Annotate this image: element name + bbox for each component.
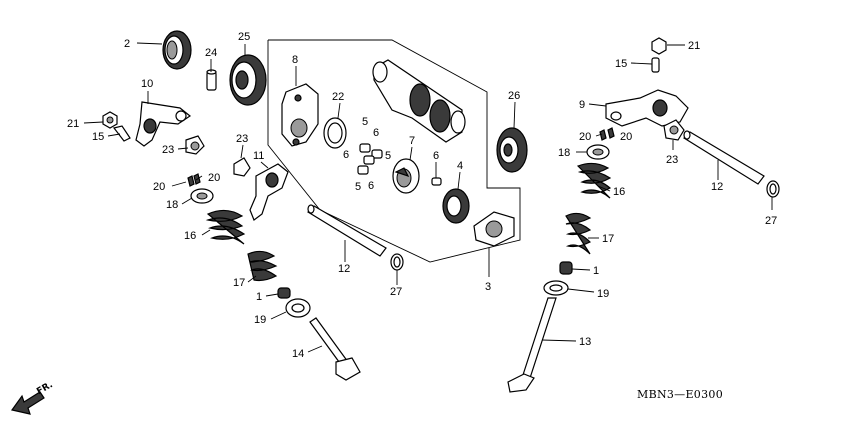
part-2-oil-seal bbox=[162, 30, 192, 70]
callout-12-right: 12 bbox=[711, 181, 723, 193]
callout-18-right: 18 bbox=[558, 147, 570, 159]
callout-6-a: 6 bbox=[373, 127, 379, 139]
part-7-decomp-weight bbox=[392, 158, 420, 194]
part-16-spring-left bbox=[205, 209, 246, 245]
callout-14: 14 bbox=[292, 348, 304, 360]
callout-19-right: 19 bbox=[597, 288, 609, 300]
part-15-adjust-screw-right bbox=[651, 57, 660, 73]
part-18-retainer-left bbox=[190, 188, 214, 204]
callout-17-right: 17 bbox=[602, 233, 614, 245]
callout-9: 9 bbox=[579, 99, 585, 111]
callout-4: 4 bbox=[457, 160, 463, 172]
callout-15-left: 15 bbox=[92, 131, 104, 143]
diagram-code: MBN3—E0300 bbox=[637, 388, 723, 401]
part-17-spring-right bbox=[565, 212, 592, 255]
callout-25: 25 bbox=[238, 31, 250, 43]
callout-5-c: 5 bbox=[355, 181, 361, 193]
part-20-keepers-right bbox=[599, 127, 615, 141]
part-22-ring bbox=[323, 117, 347, 149]
part-13-valve bbox=[507, 297, 557, 393]
part-8-camshaft-holder bbox=[281, 83, 319, 147]
callout-20-d: 20 bbox=[620, 131, 632, 143]
callout-24: 24 bbox=[205, 47, 217, 59]
part-19-spring-seat-right bbox=[543, 280, 569, 296]
part-27-clip-left bbox=[390, 253, 404, 271]
part-6-pin bbox=[431, 177, 442, 186]
callout-20-b: 20 bbox=[153, 181, 165, 193]
part-23-plate-right bbox=[663, 119, 685, 141]
callout-26: 26 bbox=[508, 90, 520, 102]
callout-11: 11 bbox=[253, 150, 264, 162]
callout-21-left: 21 bbox=[67, 118, 79, 130]
part-20-keepers-left bbox=[187, 173, 201, 187]
callout-5-a: 5 bbox=[362, 116, 368, 128]
camshaft-group-boundary bbox=[267, 39, 521, 263]
leader-lines bbox=[83, 42, 773, 353]
callout-23-middle: 23 bbox=[236, 133, 248, 145]
callout-6-d: 6 bbox=[433, 150, 439, 162]
callout-12-left: 12 bbox=[338, 263, 350, 275]
part-12-rocker-shaft-right bbox=[683, 130, 765, 185]
callout-13: 13 bbox=[579, 336, 591, 348]
callout-23-right: 23 bbox=[666, 154, 678, 166]
callout-6-c: 6 bbox=[368, 180, 374, 192]
callout-16-left: 16 bbox=[184, 230, 196, 242]
callout-27-left: 27 bbox=[390, 286, 402, 298]
part-24-dowel-pin bbox=[206, 69, 217, 91]
callout-22: 22 bbox=[332, 91, 344, 103]
callout-18-left: 18 bbox=[166, 199, 178, 211]
camshaft bbox=[372, 59, 466, 143]
callout-17-left: 17 bbox=[233, 277, 245, 289]
callout-8: 8 bbox=[292, 54, 298, 66]
callout-2: 2 bbox=[124, 38, 130, 50]
direction-label: FR. bbox=[35, 380, 54, 397]
part-25-bearing bbox=[229, 54, 267, 106]
callout-7: 7 bbox=[409, 135, 415, 147]
part-1-stem-seal-left bbox=[277, 287, 291, 299]
part-23-plate-left bbox=[185, 135, 205, 155]
callout-20-a: 20 bbox=[208, 172, 220, 184]
part-18-retainer-right bbox=[586, 144, 610, 160]
callout-10: 10 bbox=[141, 78, 153, 90]
callout-labels: 2 24 25 10 21 15 23 8 22 5 6 6 5 5 6 7 6… bbox=[67, 31, 777, 360]
callout-19-left: 19 bbox=[254, 314, 266, 326]
front-direction-arrow bbox=[10, 391, 45, 415]
part-26-bearing bbox=[496, 127, 528, 173]
callout-6-b: 6 bbox=[343, 149, 349, 161]
part-1-stem-seal-right bbox=[559, 261, 573, 275]
part-4-bearing bbox=[442, 188, 470, 224]
part-21-nut-left bbox=[102, 111, 118, 129]
part-19-spring-seat-left bbox=[285, 298, 311, 318]
part-23-plate-middle bbox=[233, 157, 251, 177]
part-11-rocker-arm bbox=[249, 163, 289, 221]
part-3-holder bbox=[473, 211, 515, 247]
callout-23-left: 23 bbox=[162, 144, 174, 156]
part-17-spring-left bbox=[247, 250, 278, 282]
callout-16-right: 16 bbox=[613, 186, 625, 198]
part-27-clip-right bbox=[766, 180, 780, 198]
part-16-spring-right bbox=[576, 162, 612, 199]
callout-27-right: 27 bbox=[765, 215, 777, 227]
callout-5-b: 5 bbox=[385, 150, 391, 162]
callout-20-c: 20 bbox=[579, 131, 591, 143]
callout-3: 3 bbox=[485, 281, 491, 293]
part-5-6-springs-pins bbox=[357, 143, 383, 175]
part-9-rocker-arm bbox=[605, 89, 689, 127]
callout-21-right: 21 bbox=[688, 40, 700, 52]
part-21-nut-right bbox=[651, 37, 667, 55]
part-14-valve bbox=[309, 317, 361, 381]
part-10-rocker-arm bbox=[135, 101, 192, 147]
callout-15-right: 15 bbox=[615, 58, 627, 70]
part-15-adjust-screw-left bbox=[112, 125, 131, 142]
part-12-rocker-shaft-left bbox=[307, 204, 387, 257]
callout-1-left: 1 bbox=[256, 291, 262, 303]
callout-1-right: 1 bbox=[593, 265, 599, 277]
